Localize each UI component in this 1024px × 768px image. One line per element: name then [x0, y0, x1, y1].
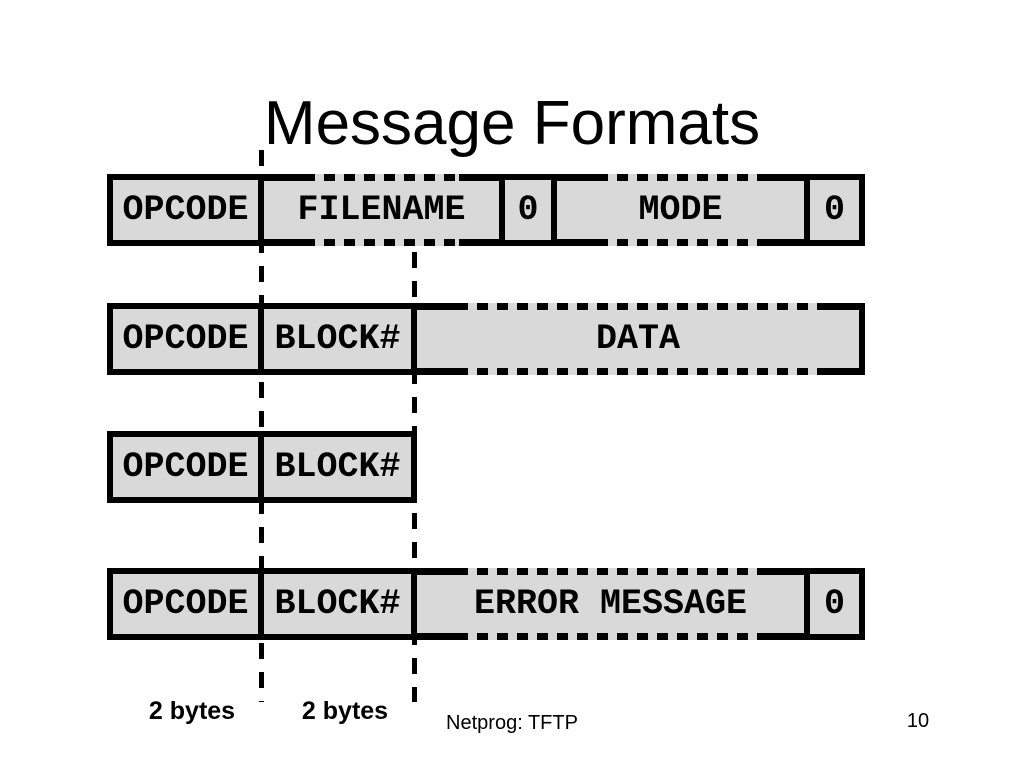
cell-opcode: OPCODE	[107, 174, 264, 246]
slide-title: Message Formats	[263, 89, 761, 158]
cell-zero-terminator: 0	[810, 174, 865, 246]
cell-zero-terminator: 0	[505, 174, 557, 246]
cell-filename: FILENAME	[264, 174, 505, 246]
cell-opcode: OPCODE	[107, 568, 264, 640]
column-divider-dashed-line-1	[259, 150, 264, 702]
cell-opcode: OPCODE	[107, 303, 264, 375]
cell-data: DATA	[417, 303, 865, 375]
cell-error-message: ERROR MESSAGE	[417, 568, 810, 640]
message-row-data: OPCODE BLOCK# DATA	[107, 303, 865, 375]
cell-zero-terminator: 0	[810, 568, 865, 640]
footer-label: Netprog: TFTP	[446, 712, 578, 734]
message-row-ack: OPCODE BLOCK#	[107, 431, 417, 503]
message-row-request: OPCODE FILENAME 0 MODE 0	[107, 174, 865, 246]
byte-width-label-2: 2 bytes	[301, 697, 389, 725]
message-row-error: OPCODE BLOCK# ERROR MESSAGE 0	[107, 568, 865, 640]
cell-block-number: BLOCK#	[264, 568, 417, 640]
cell-block-number: BLOCK#	[264, 303, 417, 375]
page-number: 10	[906, 710, 930, 732]
cell-opcode: OPCODE	[107, 431, 264, 503]
cell-mode: MODE	[557, 174, 810, 246]
byte-width-label-1: 2 bytes	[148, 697, 236, 725]
cell-block-number: BLOCK#	[264, 431, 417, 503]
